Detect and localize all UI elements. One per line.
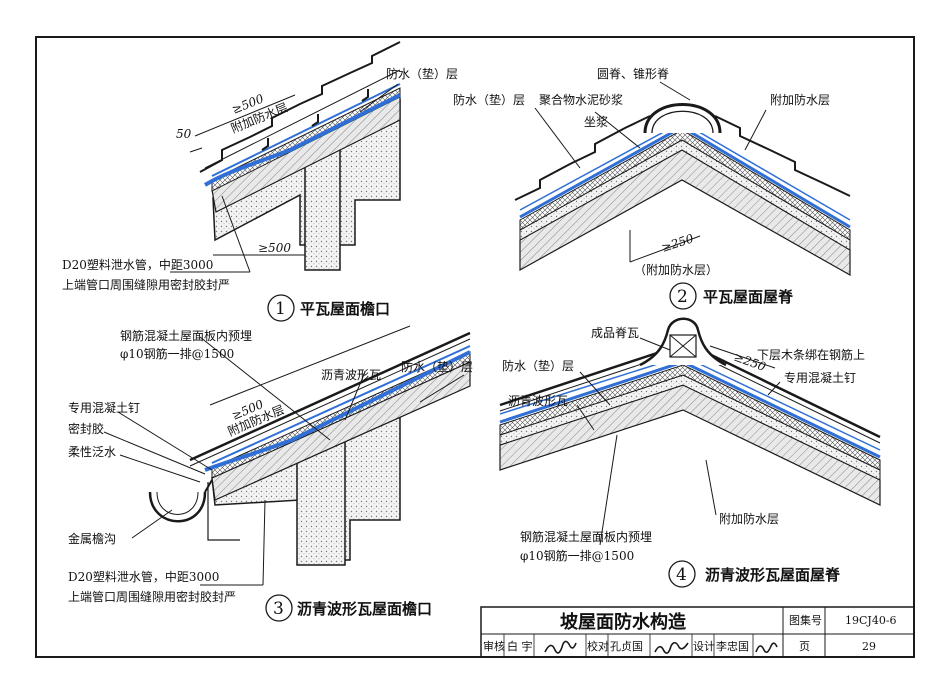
d2-number: 2 xyxy=(677,287,688,307)
d2-extra-layer-label: 附加防水层 xyxy=(770,92,830,107)
d2-ridge-label: 圆脊、锥形脊 xyxy=(597,67,669,81)
reviewer-signature xyxy=(544,640,577,654)
d1-waterproof-label: 防水（垫）层 xyxy=(386,66,458,81)
d1-number: 1 xyxy=(275,299,286,319)
d4-ridge-tile-label: 成品脊瓦 xyxy=(591,326,639,340)
d3-rebar2-label: φ10钢筋一排@1500 xyxy=(120,346,234,361)
title-block-title: 坡屋面防水构造 xyxy=(560,611,686,633)
d3-waterproof-label: 防水（垫）层 xyxy=(401,359,473,374)
reviewer-name: 白 宇 xyxy=(507,639,533,653)
sheet-border xyxy=(35,36,915,658)
d4-asphalt-label: 沥青波形瓦 xyxy=(508,394,568,408)
atlas-number: 19CJ40-6 xyxy=(845,614,897,627)
d1-gt500b-label: ≥500 xyxy=(258,241,291,255)
d3-caption: 沥青波形瓦屋面檐口 xyxy=(297,600,432,618)
d4-number-circle xyxy=(668,560,696,588)
d4-number: 4 xyxy=(676,565,687,585)
atlas-label: 图集号 xyxy=(789,613,822,627)
d1-dim50-label: 50 xyxy=(176,127,192,141)
d3-rebar1-label: 钢筋混凝土屋面板内预埋 xyxy=(120,328,252,343)
d1-number-circle xyxy=(267,294,295,322)
designer-name: 李忠国 xyxy=(716,639,749,653)
designer-signature xyxy=(755,642,778,654)
d1-caption: 平瓦屋面檐口 xyxy=(300,300,390,318)
detail-2-drawing xyxy=(514,81,851,277)
review-label: 审核 xyxy=(483,639,505,653)
detail-4-drawing xyxy=(499,317,881,546)
check-label: 校对 xyxy=(587,639,609,653)
d4-batten-label: 下层木条绑在钢筋上 xyxy=(757,347,865,362)
design-label: 设计 xyxy=(693,640,715,653)
d2-caption: 平瓦屋面屋脊 xyxy=(703,288,794,306)
d2-mortar-label: 聚合物水泥砂浆 xyxy=(539,92,623,107)
detail-3-drawing xyxy=(103,325,471,586)
d2-extra-paren-label: （附加防水层） xyxy=(634,262,718,277)
d3-nail-label: 专用混凝土钉 xyxy=(68,400,140,415)
checker-name: 孔贞国 xyxy=(610,639,643,653)
d1-drain2-label: 上端管口周围缝隙用密封胶封严 xyxy=(62,277,230,292)
d2-number-circle xyxy=(669,282,697,310)
d3-gutter-label: 金属檐沟 xyxy=(68,531,116,546)
d4-extra-layer-label: 附加防水层 xyxy=(719,511,779,526)
d3-asphalt-label: 沥青波形瓦 xyxy=(321,368,381,382)
d3-drain1-label: D20塑料泄水管，中距3000 xyxy=(68,569,219,584)
d3-drain2-label: 上端管口周围缝隙用密封胶封严 xyxy=(68,589,236,604)
d4-caption: 沥青波形瓦屋面屋脊 xyxy=(705,566,841,584)
d1-drain1-label: D20塑料泄水管，中距3000 xyxy=(62,257,213,272)
d3-sealant-label: 密封胶 xyxy=(68,421,104,436)
d3-number: 3 xyxy=(273,599,284,619)
d4-nail-label: 专用混凝土钉 xyxy=(784,370,856,385)
checker-signature xyxy=(654,641,689,654)
d2-gt250-label: ≥250 xyxy=(660,231,696,255)
d3-flashing-label: 柔性泛水 xyxy=(68,445,116,459)
page-number: 29 xyxy=(862,640,876,653)
d2-bed-label: 坐浆 xyxy=(584,114,608,129)
title-block xyxy=(480,606,915,658)
page-label: 页 xyxy=(799,640,810,653)
detail-1-drawing xyxy=(170,41,401,273)
d3-number-circle xyxy=(265,594,293,622)
d4-rebar1-label: 钢筋混凝土屋面板内预埋 xyxy=(520,529,652,544)
d4-rebar2-label: φ10钢筋一排@1500 xyxy=(520,548,634,563)
d2-waterproof-label: 防水（垫）层 xyxy=(453,92,525,107)
d4-waterproof-label: 防水（垫）层 xyxy=(502,358,574,373)
